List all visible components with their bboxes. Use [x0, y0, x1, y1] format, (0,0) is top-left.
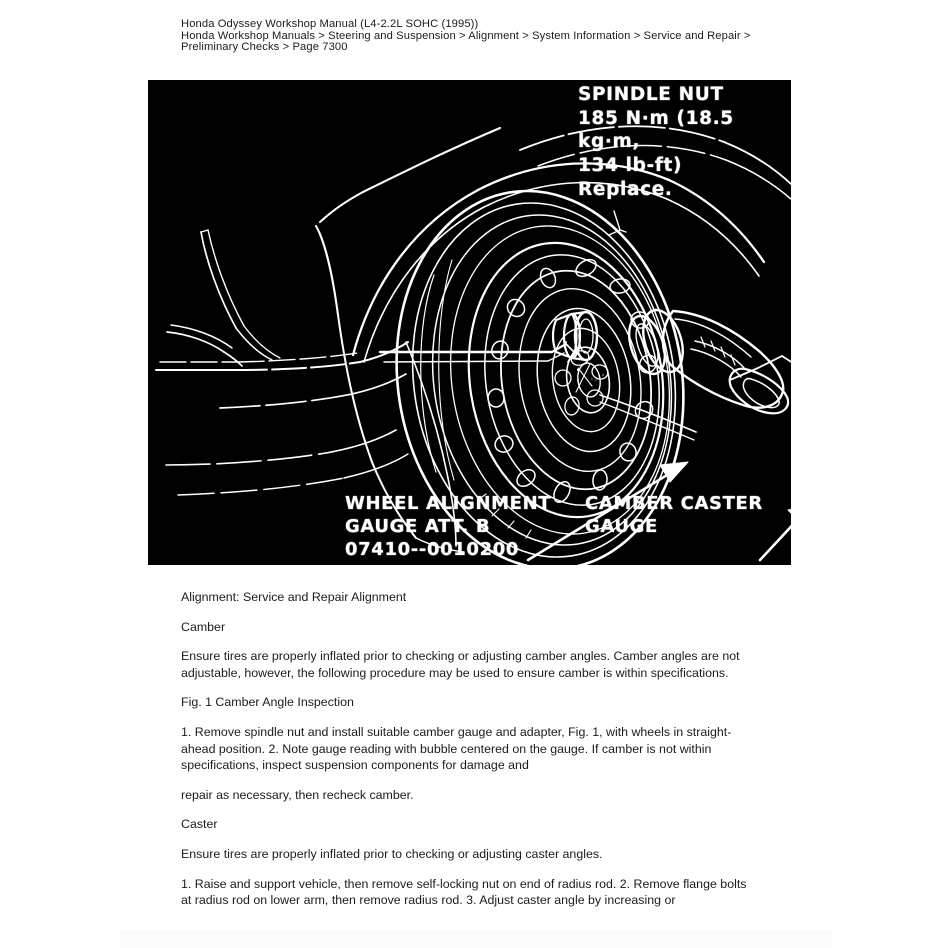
figure-label-camber-caster-gauge: CAMBER CASTER GAUGE [585, 492, 763, 538]
spindle-nut-line-4: Replace. [578, 178, 673, 200]
document-header: Honda Odyssey Workshop Manual (L4-2.2L S… [181, 18, 781, 54]
wheel-alignment-line-3: 07410--0010200 [345, 539, 520, 561]
spindle-nut-line-1: SPINDLE NUT [578, 84, 724, 105]
figure-label-spindle-nut: SPINDLE NUT 185 N·m (18.5 kg·m, 134 lb-f… [578, 83, 791, 201]
spindle-nut-line-2: 185 N·m (18.5 kg·m, [578, 107, 734, 153]
breadcrumb: Honda Workshop Manuals > Steering and Su… [181, 29, 751, 54]
document-body: Alignment: Service and Repair Alignment … [181, 589, 756, 909]
wheel-alignment-line-2: GAUGE ATT. B [345, 516, 491, 538]
figure-camber-angle-inspection: SPINDLE NUT 185 N·m (18.5 kg·m, 134 lb-f… [148, 80, 791, 565]
paragraph-figure-caption: Fig. 1 Camber Angle Inspection [181, 695, 354, 710]
paragraph-alignment-heading: Alignment: Service and Repair Alignment [181, 590, 407, 604]
camber-caster-line-2: GAUGE [585, 516, 658, 538]
manual-title: Honda Odyssey Workshop Manual (L4-2.2L S… [181, 18, 479, 30]
wheel-alignment-line-1: WHEEL ALIGNMENT [345, 493, 552, 514]
camber-caster-line-1: CAMBER CASTER [585, 493, 763, 514]
paragraph-camber-steps-cont: repair as necessary, then recheck camber… [181, 787, 414, 802]
paragraph-camber-heading: Camber [181, 619, 226, 634]
paragraph-camber-intro: Ensure tires are properly inflated prior… [181, 649, 740, 680]
page-bottom-band [120, 930, 832, 948]
paragraph-caster-heading: Caster [181, 817, 218, 832]
paragraph-caster-steps: 1. Raise and support vehicle, then remov… [181, 876, 747, 908]
wheel-alignment-illustration [155, 125, 791, 565]
figure-label-wheel-alignment-gauge: WHEEL ALIGNMENT GAUGE ATT. B 07410--0010… [345, 492, 551, 561]
paragraph-caster-intro: Ensure tires are properly inflated prior… [181, 846, 603, 861]
paragraph-camber-steps: 1. Remove spindle nut and install suitab… [181, 724, 732, 773]
spindle-nut-line-3: 134 lb-ft) [578, 155, 683, 177]
